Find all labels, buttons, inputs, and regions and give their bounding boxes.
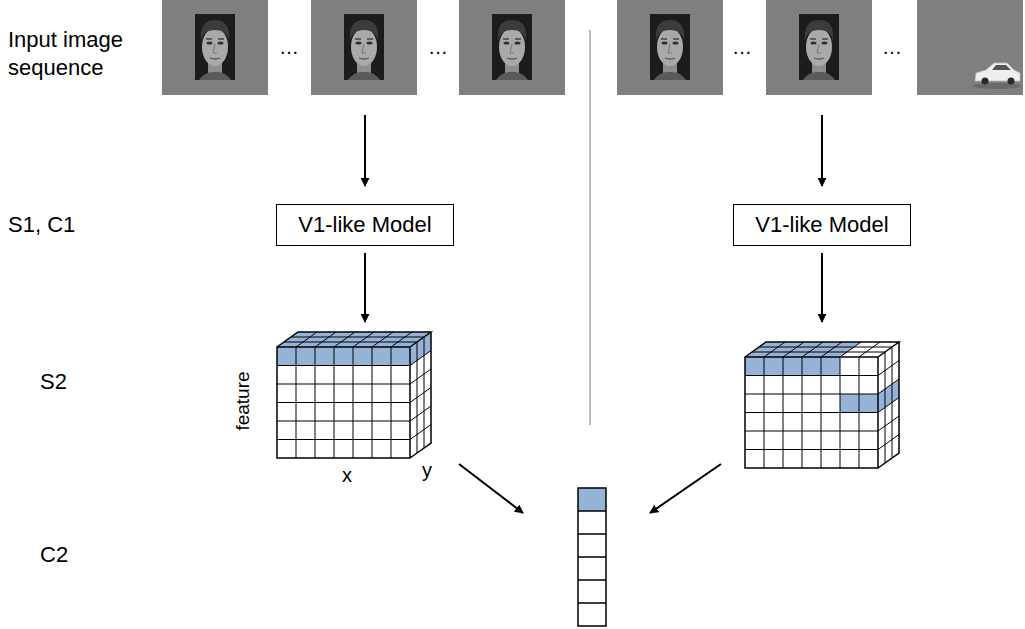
process-box: V1-like Model — [276, 204, 454, 246]
stage-label: S2 — [40, 368, 67, 396]
annotation-text: y — [422, 458, 432, 483]
stage-label: S1, C1 — [8, 211, 75, 239]
car-image — [973, 63, 1021, 89]
stage-label: C2 — [40, 541, 68, 569]
annotation-text: … — [279, 35, 299, 60]
face-images — [195, 14, 839, 80]
image-frames — [162, 0, 1023, 95]
s2-cube-left — [277, 332, 431, 458]
annotation-text: … — [732, 35, 752, 60]
c2-vector — [578, 488, 606, 626]
annotation-text: x — [342, 463, 352, 488]
process-box: V1-like Model — [733, 204, 911, 246]
annotation-text: … — [428, 35, 448, 60]
box-label: V1-like Model — [755, 212, 888, 238]
axis-label: feature — [231, 371, 255, 430]
divider-line — [589, 30, 590, 425]
stage-label: Input image sequence — [8, 26, 158, 81]
annotation-text: … — [882, 35, 902, 60]
s2-cube-right — [745, 342, 899, 468]
box-label: V1-like Model — [298, 212, 431, 238]
